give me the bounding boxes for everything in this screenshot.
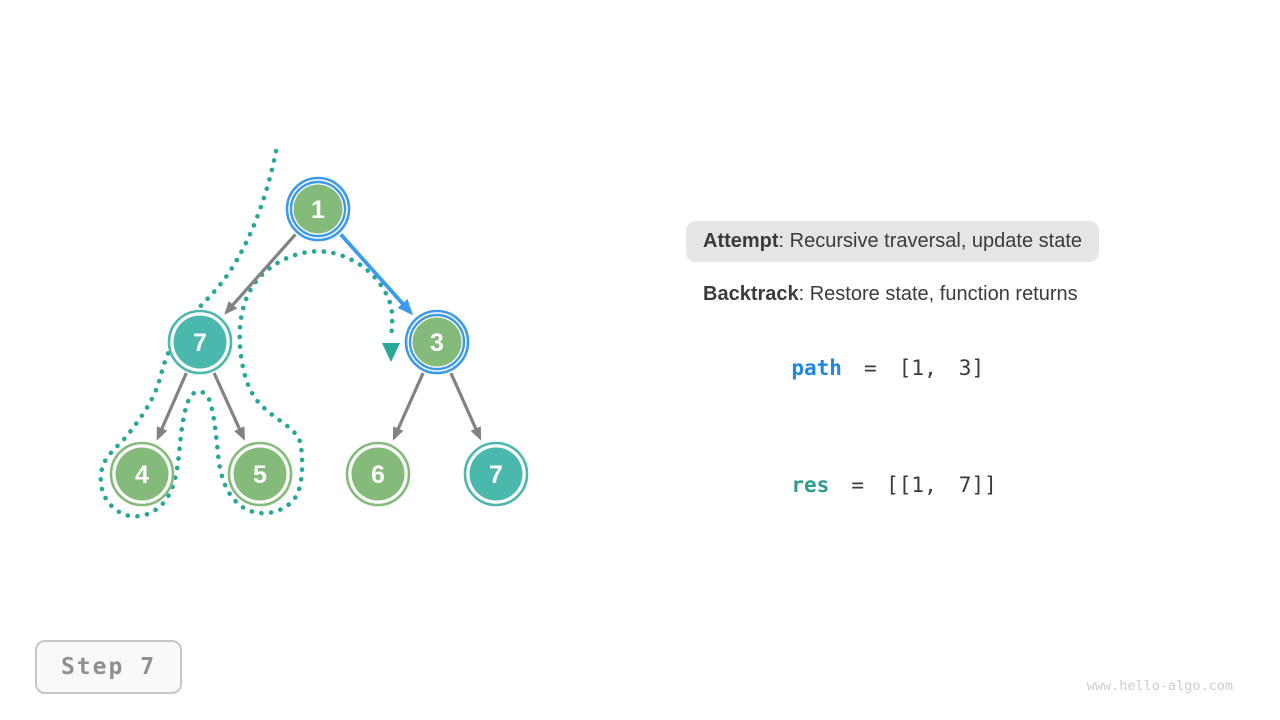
tree-node-1: 1: [285, 176, 351, 242]
tree-node-value: 3: [430, 329, 444, 357]
res-var-value: = [[1, 7]]: [829, 473, 997, 497]
tree-edge: [212, 372, 245, 441]
tree-edge-active: [339, 233, 414, 316]
res-variable-line: res = [[1, 7]]: [703, 449, 997, 521]
traversal-arrowhead-icon: [382, 343, 400, 362]
tree-node-value: 5: [253, 461, 267, 489]
tree-edge: [156, 372, 188, 441]
tree-edge: [224, 233, 297, 315]
traversal-dotted-path: [98, 148, 395, 519]
tree-node-value: 6: [371, 461, 385, 489]
tree-node-7: 7: [463, 441, 529, 507]
tree-edge: [449, 372, 482, 441]
path-var-value: = [1, 3]: [841, 356, 985, 380]
backtrack-label: Backtrack: [703, 283, 799, 305]
tree-node-value: 7: [193, 329, 207, 357]
attempt-note: Attempt: Recursive traversal, update sta…: [686, 221, 1100, 262]
attempt-text: : Recursive traversal, update state: [778, 230, 1083, 252]
backtrack-note: Backtrack: Restore state, function retur…: [703, 283, 1078, 306]
tree-node-7: 7: [167, 309, 233, 375]
tree-node-6: 6: [345, 441, 411, 507]
backtrack-text: : Restore state, function returns: [798, 283, 1078, 305]
path-var-name: path: [791, 356, 842, 380]
tree-edge: [392, 372, 425, 441]
res-var-name: res: [791, 473, 830, 497]
step-badge-label: Step 7: [60, 654, 157, 680]
watermark: www.hello-algo.com: [1086, 678, 1233, 694]
tree-node-value: 4: [135, 461, 149, 489]
path-variable-line: path = [1, 3]: [703, 332, 984, 404]
tree-node-5: 5: [227, 441, 293, 507]
attempt-label: Attempt: [703, 230, 779, 252]
tree-node-value: 1: [311, 196, 325, 224]
step-badge: Step 7: [35, 640, 182, 694]
tree-node-value: 7: [489, 461, 503, 489]
tree-node-3: 3: [404, 309, 470, 375]
tree-node-4: 4: [109, 441, 175, 507]
